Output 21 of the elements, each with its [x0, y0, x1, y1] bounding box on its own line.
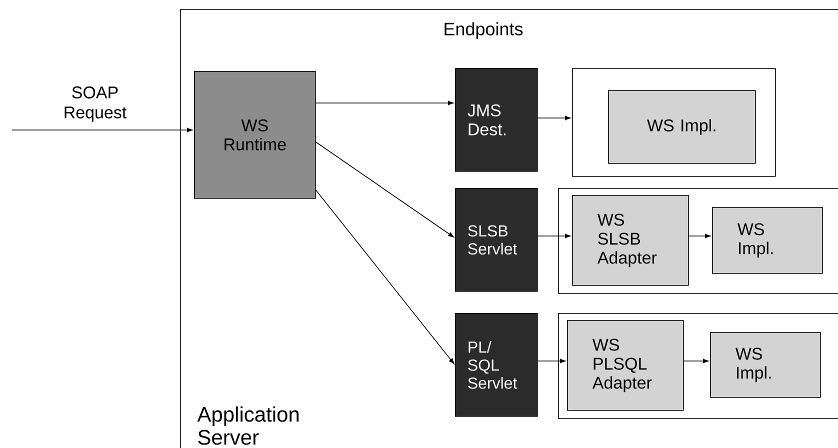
arrow [315, 190, 454, 364]
endpoint-box: JMS Dest. [455, 68, 538, 172]
arrow [537, 358, 566, 364]
arrow [537, 116, 571, 120]
edge-label: SOAP Request [64, 86, 127, 122]
endpoint-box: SLSB Servlet [455, 188, 538, 292]
component-box: WS Impl. [712, 207, 823, 274]
arrow [12, 128, 193, 132]
component-box: WS SLSB Adapter [572, 195, 689, 286]
arrow [683, 358, 709, 364]
server-label: Application Server [197, 406, 299, 445]
arrow [315, 142, 454, 238]
runtime-box: WS Runtime [194, 71, 316, 199]
arrow [688, 234, 711, 238]
component-box: WS Impl. [710, 332, 821, 398]
endpoint-box: PL/ SQL Servlet [455, 313, 538, 417]
component-box: WS Impl. [608, 90, 756, 164]
heading-text: Endpoints [444, 22, 523, 39]
arrow [315, 100, 454, 106]
component-box: WS PLSQL Adapter [567, 320, 684, 411]
arrow [537, 234, 571, 238]
